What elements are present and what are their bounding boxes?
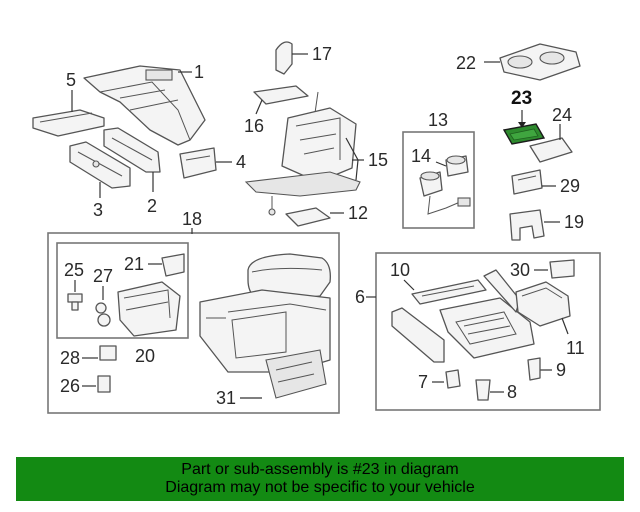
callout-3: 3 — [93, 200, 103, 220]
part-28-connector[interactable] — [99, 345, 117, 361]
callout-13: 13 — [428, 110, 448, 130]
callout-25: 25 — [64, 260, 84, 280]
part-4-bracket[interactable] — [179, 147, 217, 179]
part-24-mat[interactable] — [529, 137, 573, 163]
part-18-console-body[interactable] — [199, 253, 331, 399]
part-19-clip[interactable] — [509, 209, 545, 241]
part-10-panel[interactable] — [411, 279, 487, 305]
callout-11: 11 — [566, 338, 585, 358]
part-20-ashtray[interactable] — [117, 281, 181, 337]
part-17-shift-knob[interactable] — [275, 41, 293, 75]
group-18-box — [47, 232, 340, 414]
callout-5: 5 — [66, 70, 76, 90]
part-9-clip[interactable] — [527, 357, 541, 381]
part-23-mat-highlighted[interactable] — [502, 123, 546, 145]
callout-31: 31 — [216, 388, 236, 408]
part-11-cup-holder[interactable] — [515, 281, 571, 327]
callout-15: 15 — [368, 150, 388, 170]
part-7-clip[interactable] — [445, 369, 461, 389]
part-29-holder[interactable] — [511, 169, 543, 195]
part-5-panel[interactable] — [32, 109, 105, 137]
callout-10: 10 — [390, 260, 410, 280]
callout-18: 18 — [182, 209, 202, 229]
callout-1: 1 — [194, 62, 204, 82]
group-6-box — [375, 252, 601, 411]
callout-17: 17 — [312, 44, 332, 64]
callout-28: 28 — [60, 348, 80, 368]
callout-14: 14 — [411, 146, 431, 166]
callout-8: 8 — [507, 382, 517, 402]
callout-9: 9 — [556, 360, 566, 380]
callout-16: 16 — [244, 116, 264, 136]
parts-diagram: 5 1 3 2 4 17 16 — [32, 41, 601, 414]
part-15-shifter-assembly[interactable] — [244, 91, 361, 216]
callout-21: 21 — [124, 254, 144, 274]
callout-26: 26 — [60, 376, 80, 396]
banner-line-1: Part or sub-assembly is #23 in diagram — [181, 461, 459, 478]
callout-6: 6 — [355, 287, 365, 307]
callout-12: 12 — [348, 203, 368, 223]
part-27-socket[interactable] — [95, 302, 111, 327]
part-16-plate[interactable] — [253, 85, 309, 105]
callout-23: 23 — [511, 88, 532, 109]
callout-27: 27 — [93, 266, 113, 286]
part-1-console-box[interactable] — [83, 65, 206, 146]
part-21-clip[interactable] — [161, 253, 185, 277]
banner-line-2: Diagram may not be specific to your vehi… — [165, 479, 475, 496]
info-banner: Part or sub-assembly is #23 in diagram D… — [16, 457, 624, 501]
part-30-connector[interactable] — [549, 259, 575, 279]
callout-20: 20 — [135, 346, 155, 366]
part-12-plate[interactable] — [285, 207, 331, 227]
part-25-bulb[interactable] — [67, 293, 83, 311]
group-13-box — [402, 131, 475, 229]
callout-19: 19 — [564, 212, 584, 232]
callout-29: 29 — [560, 176, 580, 196]
callout-22: 22 — [456, 53, 476, 73]
group-20-box — [56, 242, 189, 339]
part-2-bracket[interactable] — [103, 127, 161, 173]
part-22-tray[interactable] — [499, 43, 581, 81]
callout-4: 4 — [236, 152, 246, 172]
callout-24: 24 — [552, 105, 572, 125]
callout-7: 7 — [418, 372, 428, 392]
part-14-socket[interactable] — [419, 155, 471, 215]
callout-2: 2 — [147, 196, 157, 216]
part-6-trim[interactable] — [391, 269, 535, 363]
callout-30: 30 — [510, 260, 530, 280]
part-3-bracket[interactable] — [69, 141, 131, 189]
part-26-plug[interactable] — [97, 375, 111, 393]
part-8-clip[interactable] — [475, 379, 491, 401]
